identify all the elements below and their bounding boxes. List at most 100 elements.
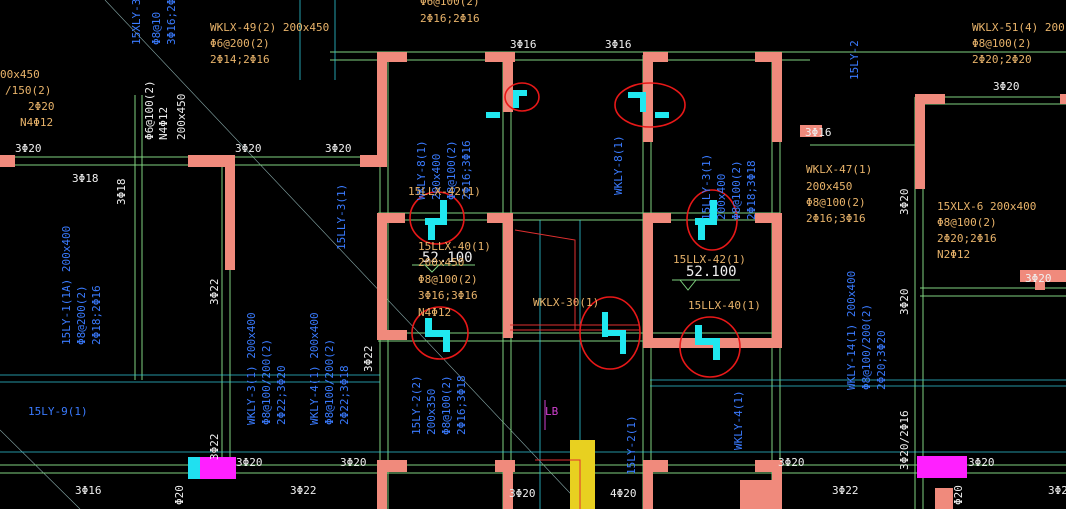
diagonal-guide-line-2 [0, 429, 81, 509]
bottom-3p20-e: 3Φ20 [509, 487, 536, 500]
bar-3p20-a: 3Φ20 [15, 142, 42, 155]
label-v-n4: N4Φ12 [157, 107, 170, 140]
label-lly3-d: 2Φ18;3Φ18 [745, 160, 758, 220]
bottom-phi20-b: Φ20 [952, 485, 965, 505]
label-wklx49-b: Φ6@200(2) [210, 37, 270, 50]
bar-3p16-a: 3Φ16 [510, 38, 537, 51]
bar-3p20-b: 3Φ20 [235, 142, 262, 155]
label-wkly3-c: 2Φ22;3Φ20 [275, 365, 288, 425]
label-lb: LB [545, 405, 559, 418]
bar-3p20-c: 3Φ20 [325, 142, 352, 155]
bottom-3p20-i: 3Φ20 [1048, 484, 1066, 497]
label-ly1a-b: Φ8@200(2) [75, 285, 88, 345]
label-lly3-a: 15LLY-3(1) [700, 154, 713, 220]
top-left-labels: 15XLY-3 Φ8@10 3Φ16;2Φ14 [130, 0, 178, 45]
label-wkly3-a: WKLY-3(1) 200x400 [245, 312, 258, 425]
yellow-stair-block [570, 440, 595, 509]
bottom-phi20: Φ20 [173, 485, 186, 505]
label-ly2r: 15LY-2 [848, 40, 861, 80]
bar-3p16-right: 3Φ16 [805, 126, 832, 139]
label-ly2-d: 2Φ16;3Φ18 [455, 375, 468, 435]
label-ly2-a: 15LY-2(2) [410, 375, 423, 435]
label-ly1a-c: 2Φ18;2Φ16 [90, 285, 103, 345]
label-wklx49-a: WKLX-49(2) 200x450 [210, 21, 329, 34]
bar-3p16-b: 3Φ16 [605, 38, 632, 51]
label-wklx47-d: 2Φ16;3Φ16 [806, 212, 866, 225]
label-wklx49-c: 2Φ14;2Φ16 [210, 53, 270, 66]
label-elevation-left: 52.100 [422, 250, 473, 266]
label-wkly14-c: 2Φ20;3Φ20 [875, 330, 888, 390]
bottom-3p20-b: 3Φ20 [340, 456, 367, 469]
label-ly9: 15LY-9(1) [28, 405, 88, 418]
label-wklx47-a: WKLX-47(1) [806, 163, 872, 176]
label-elevation-right: 52.100 [686, 264, 737, 280]
wkly8-labels: WKLY-8(1) 200x400 Φ8@100(2) 2Φ16;3Φ16 [415, 140, 473, 200]
elevation-markers [412, 264, 740, 291]
bottom-3p20-d: 3Φ20 [968, 456, 995, 469]
label-wkly4-c: 2Φ22;3Φ18 [338, 365, 351, 425]
label-left-c: 2Φ20 [28, 100, 55, 113]
label-llx40-left-a: 15LLX-40(1) [418, 240, 491, 253]
lly3-labels: 15LLY-3(1) 200x400 Φ8@100(2) 2Φ18;3Φ18 [700, 154, 758, 220]
label-llx40-left-c: Φ8@100(2) [418, 273, 478, 286]
label-wkly8: WKLY-8(1) [415, 140, 428, 200]
label-lly31: 15LLY-3(1) [335, 184, 348, 250]
label-left-a: 00x450 [0, 68, 40, 81]
label-left-d: N4Φ12 [20, 116, 53, 129]
label-left-b: /150(2) [5, 84, 51, 97]
label-wklx51-c: 2Φ20;2Φ20 [972, 53, 1032, 66]
label-wkly4-a: WKLY-4(1) 200x400 [308, 312, 321, 425]
ly2-labels: 15LY-2(2) 200x350 Φ8@100(2) 2Φ16;3Φ18 [410, 375, 468, 435]
label-top-mid-a: Φ6@100(2) [420, 0, 480, 8]
label-wkly8-mid: WKLY-8(1) [612, 135, 625, 195]
label-ly2-b: 200x350 [425, 389, 438, 435]
label-llx42-right: 15LLX-42(1) [673, 253, 746, 266]
bar-3p18: 3Φ18 [72, 172, 99, 185]
label-top-mid-b: 2Φ16;2Φ16 [420, 12, 480, 25]
wkly14-labels: WKLY-14(1) 200x400 Φ8@100/200(2) 2Φ20;3Φ… [845, 271, 888, 390]
label-lly3-b: 200x400 [715, 174, 728, 220]
label-wkly4-b: Φ8@100/200(2) [323, 339, 336, 425]
bottom-3p22-c: 3Φ22 [208, 434, 221, 461]
label-xlx6-c: 2Φ20;2Φ16 [937, 232, 997, 245]
label-v-200: 200x450 [175, 94, 188, 140]
bar-3p20-right: 3Φ20 [993, 80, 1020, 93]
label-wkly8-d: 2Φ16;3Φ16 [460, 140, 473, 200]
label-v-phi6: Φ6@100(2) [143, 80, 156, 140]
label-xlx6-d: N2Φ12 [937, 248, 970, 261]
bottom-3p20-j: 3Φ20 [1025, 272, 1052, 285]
bottom-3p22-a: 3Φ22 [290, 484, 317, 497]
bottom-3p20-h: 3Φ20 [898, 289, 911, 316]
ly1a-labels: 15LY-1(1A) 200x400 Φ8@200(2) 2Φ18;2Φ16 [60, 226, 103, 345]
bottom-3p16: 3Φ16 [75, 484, 102, 497]
label-wkly4r: WKLY-4(1) [732, 390, 745, 450]
label-llx40-right: 15LLX-40(1) [688, 299, 761, 312]
label-llx40-left-b: 200x450 [418, 256, 464, 269]
label-wkly14-b: Φ8@100/200(2) [860, 304, 873, 390]
label-phi8: Φ8@10 [150, 12, 163, 45]
label-wkly8-b: 200x400 [430, 154, 443, 200]
bottom-3p20-a: 3Φ20 [236, 456, 263, 469]
label-ly1a-a: 15LY-1(1A) 200x400 [60, 226, 73, 345]
label-wklx51-b: Φ8@100(2) [972, 37, 1032, 50]
label-3p16: 3Φ16;2Φ14 [165, 0, 178, 45]
label-lly3-c: Φ8@100(2) [730, 160, 743, 220]
cyan-post [188, 457, 200, 479]
label-llx40-left-d: 3Φ16;3Φ16 [418, 289, 478, 302]
label-wklx47-c: Φ8@100(2) [806, 196, 866, 209]
magenta-posts [198, 456, 967, 479]
wkly3-labels: WKLY-3(1) 200x400 Φ8@100/200(2) 2Φ22;3Φ2… [245, 312, 288, 425]
label-wklx51-a: WKLX-51(4) 200 [972, 21, 1065, 34]
label-llx42-left: 15LLX-42(1) [408, 185, 481, 198]
label-wkly3-b: Φ8@100/200(2) [260, 339, 273, 425]
red-annotation-circles [409, 82, 741, 378]
cyan-markers [425, 90, 720, 360]
bottom-3p20-g: 3Φ20 [898, 189, 911, 216]
label-wkly8-c: Φ8@100(2) [445, 140, 458, 200]
label-wklx47-b: 200x450 [806, 180, 852, 193]
bottom-3p20-f: 3Φ20/2Φ16 [898, 410, 911, 470]
label-xlx6-a: 15XLX-6 200x400 [937, 200, 1036, 213]
bottom-3p20-c: 3Φ20 [778, 456, 805, 469]
